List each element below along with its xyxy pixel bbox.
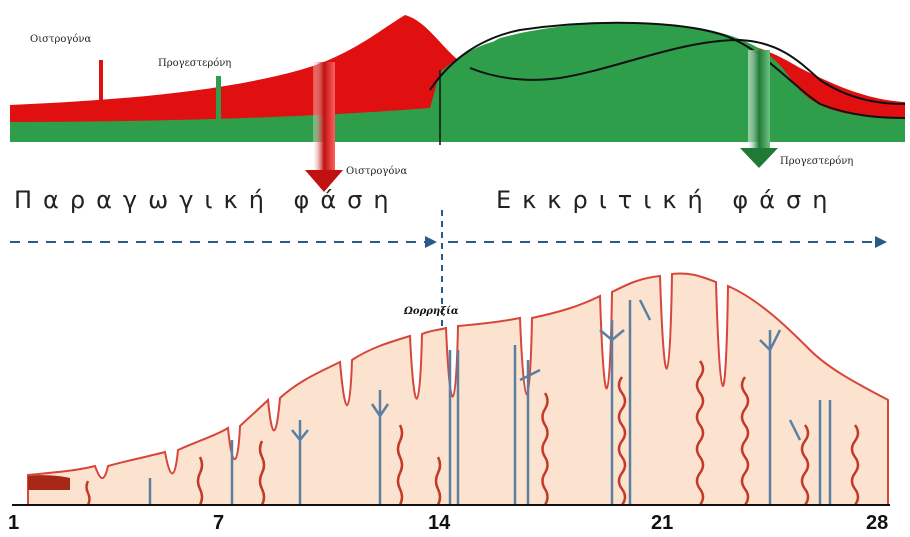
progesterone-marker [216,76,221,126]
day-tick-label: 21 [651,512,673,535]
hormone-curves [10,15,905,192]
day-tick-label: 28 [866,512,888,535]
menstrual-layer [28,475,70,490]
day-tick-label: 1 [8,512,19,535]
estrogen-drop-label: Οιστρογόνα [346,166,407,177]
proliferative-phase-label: Παραγωγική φάση [14,186,400,214]
progesterone-label-top: Προγεστερόνη [158,58,231,69]
ovulation-label: Ωορρηξία [404,306,459,317]
progesterone-drop-label: Προγεστερόνη [780,156,853,167]
estrogen-label-top: Οιστρογόνα [30,34,91,45]
secretory-phase-label: Εκκριτική φάση [496,186,838,214]
day-tick-label: 7 [213,512,224,535]
day-tick-label: 14 [428,512,450,535]
estrogen-marker [99,60,103,102]
